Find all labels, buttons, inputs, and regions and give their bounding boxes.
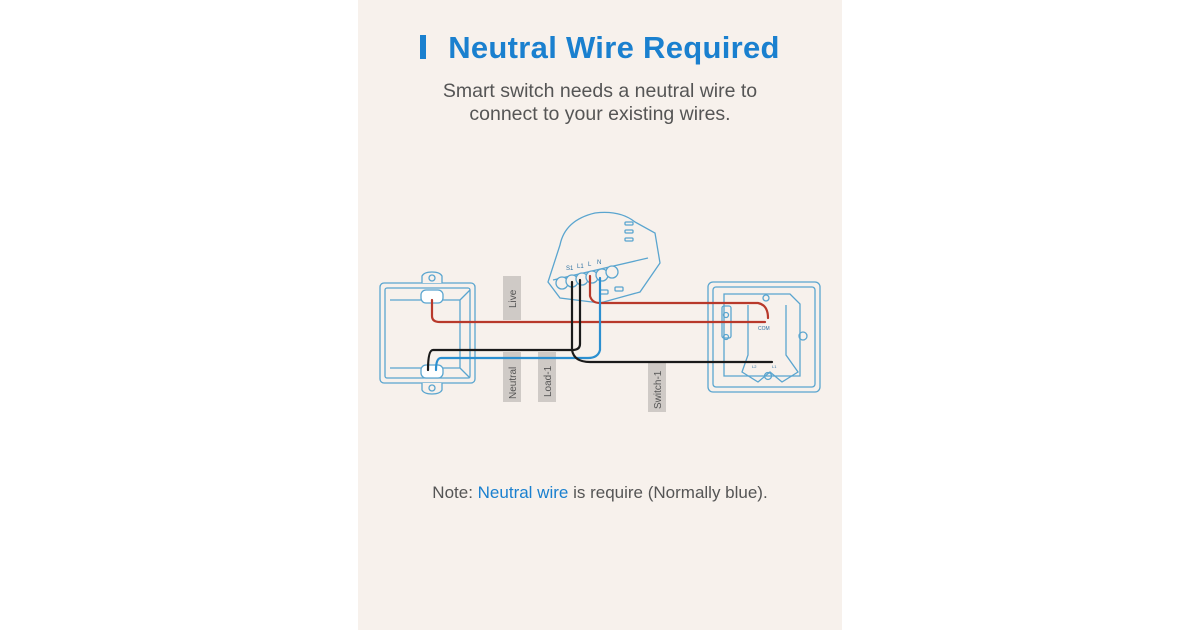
subtitle: Smart switch needs a neutral wire to con… [358, 80, 842, 126]
note-highlight: Neutral wire [477, 483, 569, 502]
subtitle-line-2: connect to your existing wires. [469, 103, 731, 125]
terminal-l: L [588, 262, 592, 268]
switch-com-label: COM [758, 326, 770, 332]
wall-switch [707, 281, 821, 393]
label-neutral: Neutral [508, 367, 519, 399]
title-text: Neutral Wire Required [448, 30, 780, 65]
live-wire-box-to-switch [430, 298, 767, 324]
switch-wire [570, 280, 774, 364]
title-accent-bar [420, 35, 427, 59]
junction-box [379, 271, 476, 395]
subtitle-line-1: Smart switch needs a neutral wire to [442, 80, 758, 102]
label-switch: Switch-1 [653, 370, 664, 409]
note-suffix: is require (Normally blue). [568, 483, 768, 502]
info-panel: Neutral Wire Required Smart switch needs… [358, 0, 842, 630]
terminal-n: N [597, 260, 601, 266]
switch-l1-label: L1 [772, 364, 777, 369]
note: Note: Neutral wire is require (Normally … [358, 483, 842, 503]
label-live: Live [508, 289, 519, 308]
wire-label-tags [503, 276, 666, 412]
page-title: Neutral Wire Required [358, 30, 842, 66]
neutral-wire [434, 276, 602, 372]
terminal-s1: S1 [566, 266, 574, 272]
note-prefix: Note: [432, 483, 478, 502]
label-load: Load-1 [543, 365, 554, 397]
smart-switch-module [547, 211, 661, 304]
terminal-l1: L1 [577, 264, 584, 270]
switch-l2-label: L2 [752, 364, 757, 369]
